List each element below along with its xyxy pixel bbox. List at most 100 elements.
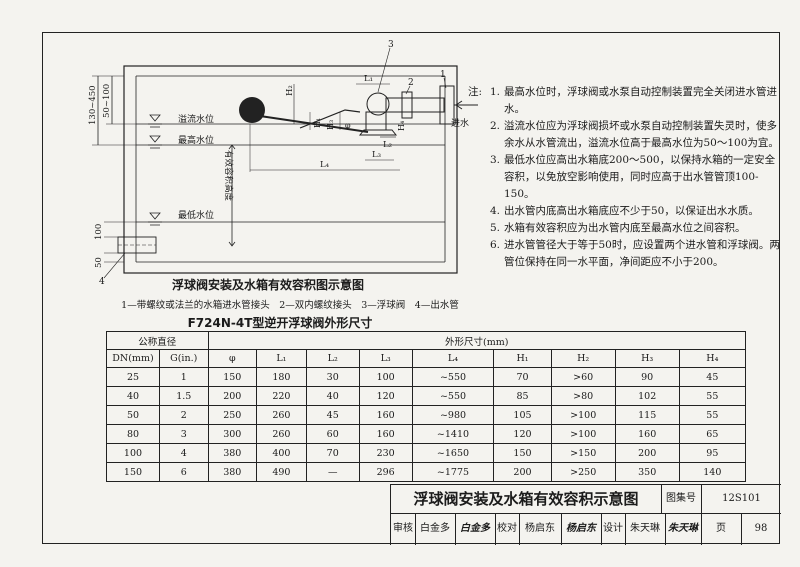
- dim-50-100: 50~100: [102, 84, 112, 118]
- label-H4: H₄: [397, 121, 406, 131]
- table-cell: 296: [358, 462, 413, 482]
- table-cell: 80: [106, 424, 160, 444]
- note-item: 3.最低水位应高出水箱底200～500，以保持水箱的一定安全容积，以免放空影响使…: [490, 154, 776, 200]
- table-cell: 380: [207, 443, 258, 463]
- header-dims: 外形尺寸(mm): [207, 331, 747, 350]
- drawing-frame: [42, 32, 780, 544]
- table-cell: 45: [678, 367, 747, 387]
- table-cell: 4: [158, 443, 209, 463]
- table-cell: ~980: [411, 405, 495, 425]
- table-cell: 6: [158, 462, 209, 482]
- table-cell: 150: [493, 443, 552, 463]
- table-cell: 55: [678, 405, 747, 425]
- note-item: 6.进水管管径大于等于50时，应设置两个进水管和浮球阀。两管位保持在同一水平面，…: [490, 239, 780, 268]
- max-level-label: 最高水位: [178, 134, 214, 146]
- table-cell: >60: [550, 367, 616, 387]
- drawing-title: 浮球阀安装及水箱有效容积示意图: [391, 485, 662, 513]
- dim-130-450: 130~450: [88, 85, 98, 125]
- note-item: 1.最高水位时，浮球阀或水泵自动控制装置完全关闭进水管进水。: [490, 86, 777, 115]
- table-cell: >150: [550, 443, 616, 463]
- table-cell: 85: [493, 386, 552, 406]
- table-cell: 102: [614, 386, 680, 406]
- label-H3: H₃: [326, 120, 335, 130]
- label-phi: φ: [345, 121, 351, 130]
- check-label: 校对: [495, 513, 520, 545]
- table-cell: 490: [256, 462, 307, 482]
- table-cell: 200: [614, 443, 680, 463]
- table-cell: 160: [358, 424, 413, 444]
- table-cell: 30: [305, 367, 360, 387]
- double-thread-joint: [401, 91, 413, 119]
- table-cell: ~1410: [411, 424, 495, 444]
- table-cell: —: [305, 462, 360, 482]
- callout-2: 2: [408, 78, 414, 88]
- label-L3: L₃: [372, 150, 381, 160]
- review-label: 审核: [391, 513, 416, 545]
- callout-1: 1: [440, 70, 446, 80]
- table-cell: 260: [256, 405, 307, 425]
- table-cell: 105: [493, 405, 552, 425]
- atlas-number: 12S101: [722, 493, 761, 504]
- table-cell: 150: [106, 462, 160, 482]
- header-nominal: 公称直径: [106, 331, 209, 350]
- table-cell: 115: [614, 405, 680, 425]
- table-cell: 90: [614, 367, 680, 387]
- table-cell: >250: [550, 462, 616, 482]
- table-cell: 200: [207, 386, 258, 406]
- table-cell: 70: [305, 443, 360, 463]
- table-cell: 95: [678, 443, 747, 463]
- label-L2: L₂: [383, 140, 392, 150]
- notes-head: 注:: [468, 86, 483, 98]
- table-cell: ~550: [411, 367, 495, 387]
- figure-legend: 1—带螺纹或法兰的水箱进水管接头 2—双内螺纹接头 3—浮球阀 4—出水管: [121, 300, 459, 311]
- table-cell: 3: [158, 424, 209, 444]
- float-ball: [239, 97, 265, 123]
- table-cell: 160: [358, 405, 413, 425]
- table-cell: 120: [358, 386, 413, 406]
- note-item: 5.水箱有效容积应为出水管内底至最高水位之间容积。: [490, 222, 746, 234]
- figure-title: 浮球阀安装及水箱有效容积图示意图: [171, 278, 364, 292]
- table-cell: 250: [207, 405, 258, 425]
- overflow-level-label: 溢流水位: [178, 113, 214, 125]
- table-cell: 100: [358, 367, 413, 387]
- table-cell: 40: [305, 386, 360, 406]
- overflow-level-symbol: [148, 114, 162, 128]
- table-cell: 70: [493, 367, 552, 387]
- dim-50: 50: [94, 257, 104, 268]
- reviewer: 白金多: [415, 513, 456, 545]
- checker-signature: 杨启东: [561, 513, 602, 545]
- designer-signature: 朱天琳: [665, 513, 702, 545]
- page-number: 98: [754, 523, 768, 534]
- label-L1: L₁: [364, 74, 373, 84]
- table-cell: 160: [614, 424, 680, 444]
- table-cell: 150: [207, 367, 258, 387]
- table-cell: 25: [106, 367, 160, 387]
- tank-outline: [123, 65, 458, 274]
- reviewer-signature: 白金多: [455, 513, 496, 545]
- table-title: F724N-4T型逆开浮球阀外形尺寸: [187, 316, 373, 330]
- table-cell: 50: [106, 405, 160, 425]
- callout-3: 3: [388, 40, 394, 50]
- min-level-symbol: [148, 212, 162, 226]
- checker: 杨启东: [519, 513, 562, 545]
- label-H1: H₁: [313, 118, 322, 128]
- table-cell: 45: [305, 405, 360, 425]
- table-cell: 200: [493, 462, 552, 482]
- atlas-label: 图集号: [661, 485, 702, 513]
- table-cell: 60: [305, 424, 360, 444]
- table-cell: 220: [256, 386, 307, 406]
- table-cell: 120: [493, 424, 552, 444]
- table-cell: 100: [106, 443, 160, 463]
- dim-100: 100: [94, 224, 104, 240]
- label-H2: H₂: [285, 85, 295, 96]
- table-cell: ~1650: [411, 443, 495, 463]
- table-cell: 1: [158, 367, 209, 387]
- note-item: 4.出水管内底高出水箱底应不少于50，以保证出水水质。: [490, 205, 759, 217]
- table-cell: 380: [207, 462, 258, 482]
